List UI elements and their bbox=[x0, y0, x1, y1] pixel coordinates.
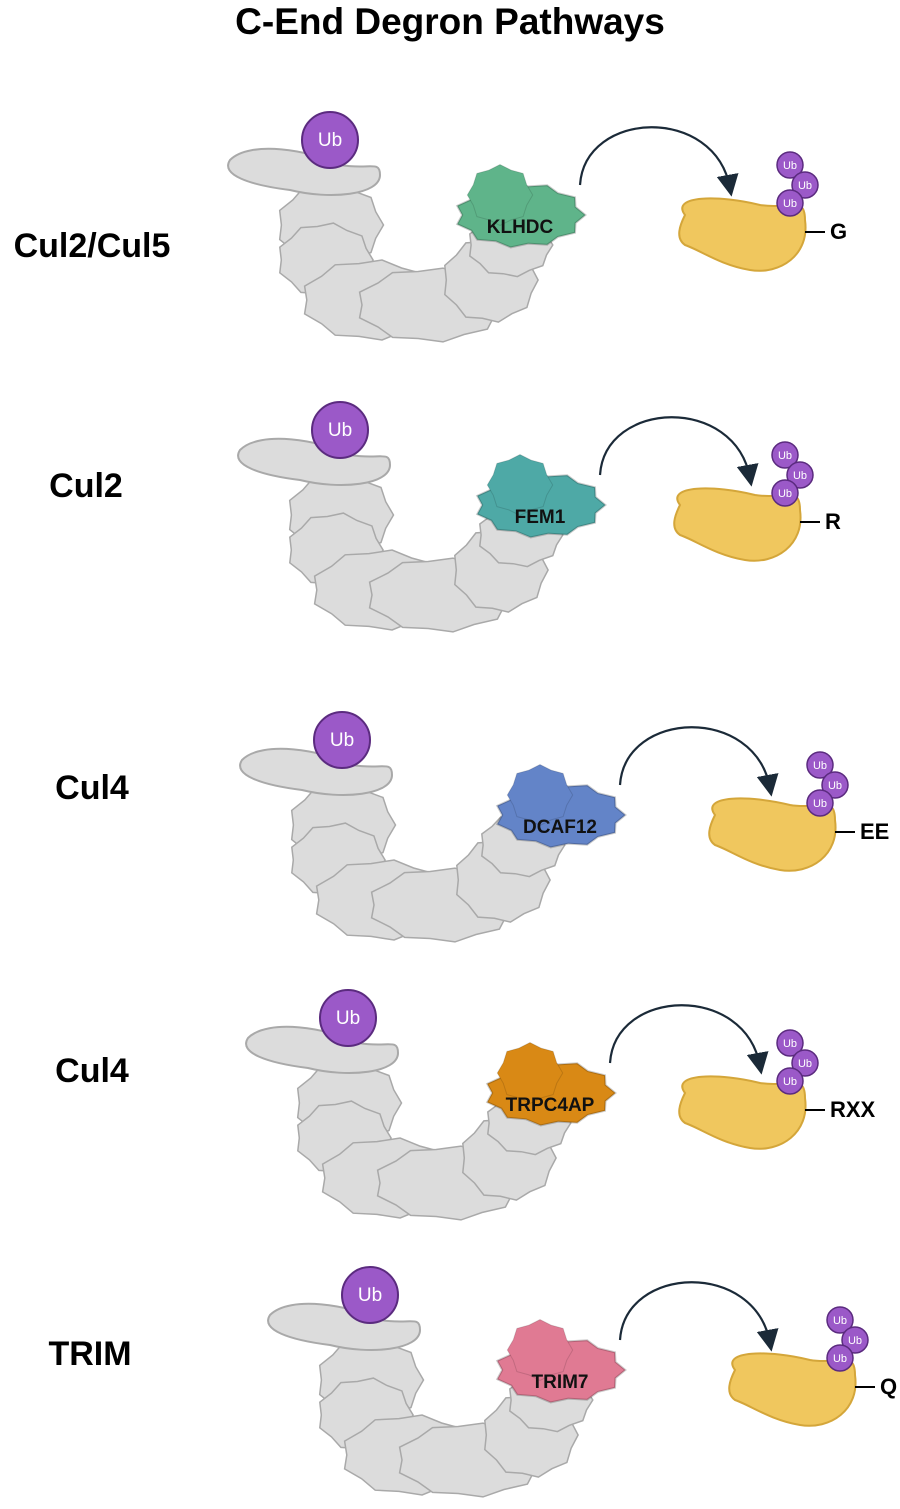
polyubiquitin-bead: Ub bbox=[786, 461, 814, 489]
ubiquitin-transfer-arrow bbox=[618, 726, 779, 797]
polyubiquitin-bead: Ub bbox=[791, 171, 819, 199]
adaptor-label: DCAF12 bbox=[523, 817, 597, 838]
polyubiquitin-label: Ub bbox=[828, 780, 842, 792]
polyubiquitin-label: Ub bbox=[833, 1315, 847, 1327]
cullin-scaffold bbox=[237, 437, 564, 633]
polyubiquitin-bead: Ub bbox=[806, 789, 834, 817]
ubiquitin-label: Ub bbox=[318, 130, 342, 151]
ubiquitin-bubble: Ub bbox=[319, 989, 377, 1047]
polyubiquitin-bead: Ub bbox=[776, 1029, 804, 1057]
ubiquitin-bubble: Ub bbox=[313, 711, 371, 769]
polyubiquitin-label: Ub bbox=[813, 760, 827, 772]
ubiquitin-bubble: Ub bbox=[311, 401, 369, 459]
ubiquitin-label: Ub bbox=[328, 420, 352, 441]
substrate-receptor: TRPC4AP bbox=[485, 1041, 617, 1127]
ubiquitin-transfer-arrow bbox=[608, 1004, 769, 1075]
polyubiquitin-bead: Ub bbox=[776, 189, 804, 217]
substrate-receptor: FEM1 bbox=[475, 453, 607, 539]
polyubiquitin-bead: Ub bbox=[821, 771, 849, 799]
polyubiquitin-bead: Ub bbox=[771, 479, 799, 507]
adaptor-label: KLHDC bbox=[487, 217, 554, 238]
degron-label: G bbox=[830, 219, 847, 244]
cullin-scaffold bbox=[245, 1025, 572, 1221]
row-label: Cul2/Cul5 bbox=[14, 227, 171, 265]
degron-label: R bbox=[825, 509, 841, 534]
polyubiquitin-bead: Ub bbox=[776, 151, 804, 179]
polyubiquitin-bead: Ub bbox=[791, 1049, 819, 1077]
substrate-receptor: DCAF12 bbox=[495, 763, 627, 849]
polyubiquitin-label: Ub bbox=[783, 160, 797, 172]
polyubiquitin-label: Ub bbox=[783, 198, 797, 210]
degron-label: RXX bbox=[830, 1097, 876, 1122]
polyubiquitin-bead: Ub bbox=[806, 751, 834, 779]
polyubiquitin-bead: Ub bbox=[841, 1326, 869, 1354]
polyubiquitin-bead: Ub bbox=[826, 1344, 854, 1372]
polyubiquitin-label: Ub bbox=[778, 488, 792, 500]
row-label: Cul4 bbox=[55, 769, 129, 807]
polyubiquitin-label: Ub bbox=[793, 470, 807, 482]
ubiquitin-transfer-arrow bbox=[598, 416, 759, 487]
row-label: TRIM bbox=[48, 1335, 131, 1373]
adaptor-label: TRIM7 bbox=[532, 1372, 589, 1393]
substrate-receptor: TRIM7 bbox=[495, 1318, 627, 1404]
ubiquitin-label: Ub bbox=[336, 1008, 360, 1029]
degron-label: EE bbox=[860, 819, 889, 844]
polyubiquitin-label: Ub bbox=[783, 1076, 797, 1088]
polyubiquitin-label: Ub bbox=[798, 180, 812, 192]
polyubiquitin-bead: Ub bbox=[826, 1306, 854, 1334]
polyubiquitin-bead: Ub bbox=[771, 441, 799, 469]
substrate-receptor: KLHDC bbox=[455, 163, 587, 249]
ubiquitin-label: Ub bbox=[358, 1285, 382, 1306]
adaptor-label: FEM1 bbox=[515, 507, 566, 528]
polyubiquitin-bead: Ub bbox=[776, 1067, 804, 1095]
polyubiquitin-label: Ub bbox=[813, 798, 827, 810]
cullin-scaffold bbox=[267, 1302, 594, 1498]
ubiquitin-label: Ub bbox=[330, 730, 354, 751]
polyubiquitin-label: Ub bbox=[798, 1058, 812, 1070]
row-label: Cul2 bbox=[49, 467, 123, 505]
adaptor-label: TRPC4AP bbox=[506, 1095, 595, 1116]
figure-title: C-End Degron Pathways bbox=[235, 1, 665, 42]
polyubiquitin-label: Ub bbox=[848, 1335, 862, 1347]
ubiquitin-transfer-arrow bbox=[618, 1281, 779, 1352]
polyubiquitin-label: Ub bbox=[783, 1038, 797, 1050]
row-label: Cul4 bbox=[55, 1052, 129, 1090]
ubiquitin-transfer-arrow bbox=[578, 126, 739, 197]
polyubiquitin-label: Ub bbox=[833, 1353, 847, 1365]
ubiquitin-bubble: Ub bbox=[301, 111, 359, 169]
cullin-scaffold bbox=[239, 747, 566, 943]
ubiquitin-bubble: Ub bbox=[341, 1266, 399, 1324]
degron-label: Q bbox=[880, 1374, 897, 1399]
polyubiquitin-label: Ub bbox=[778, 450, 792, 462]
